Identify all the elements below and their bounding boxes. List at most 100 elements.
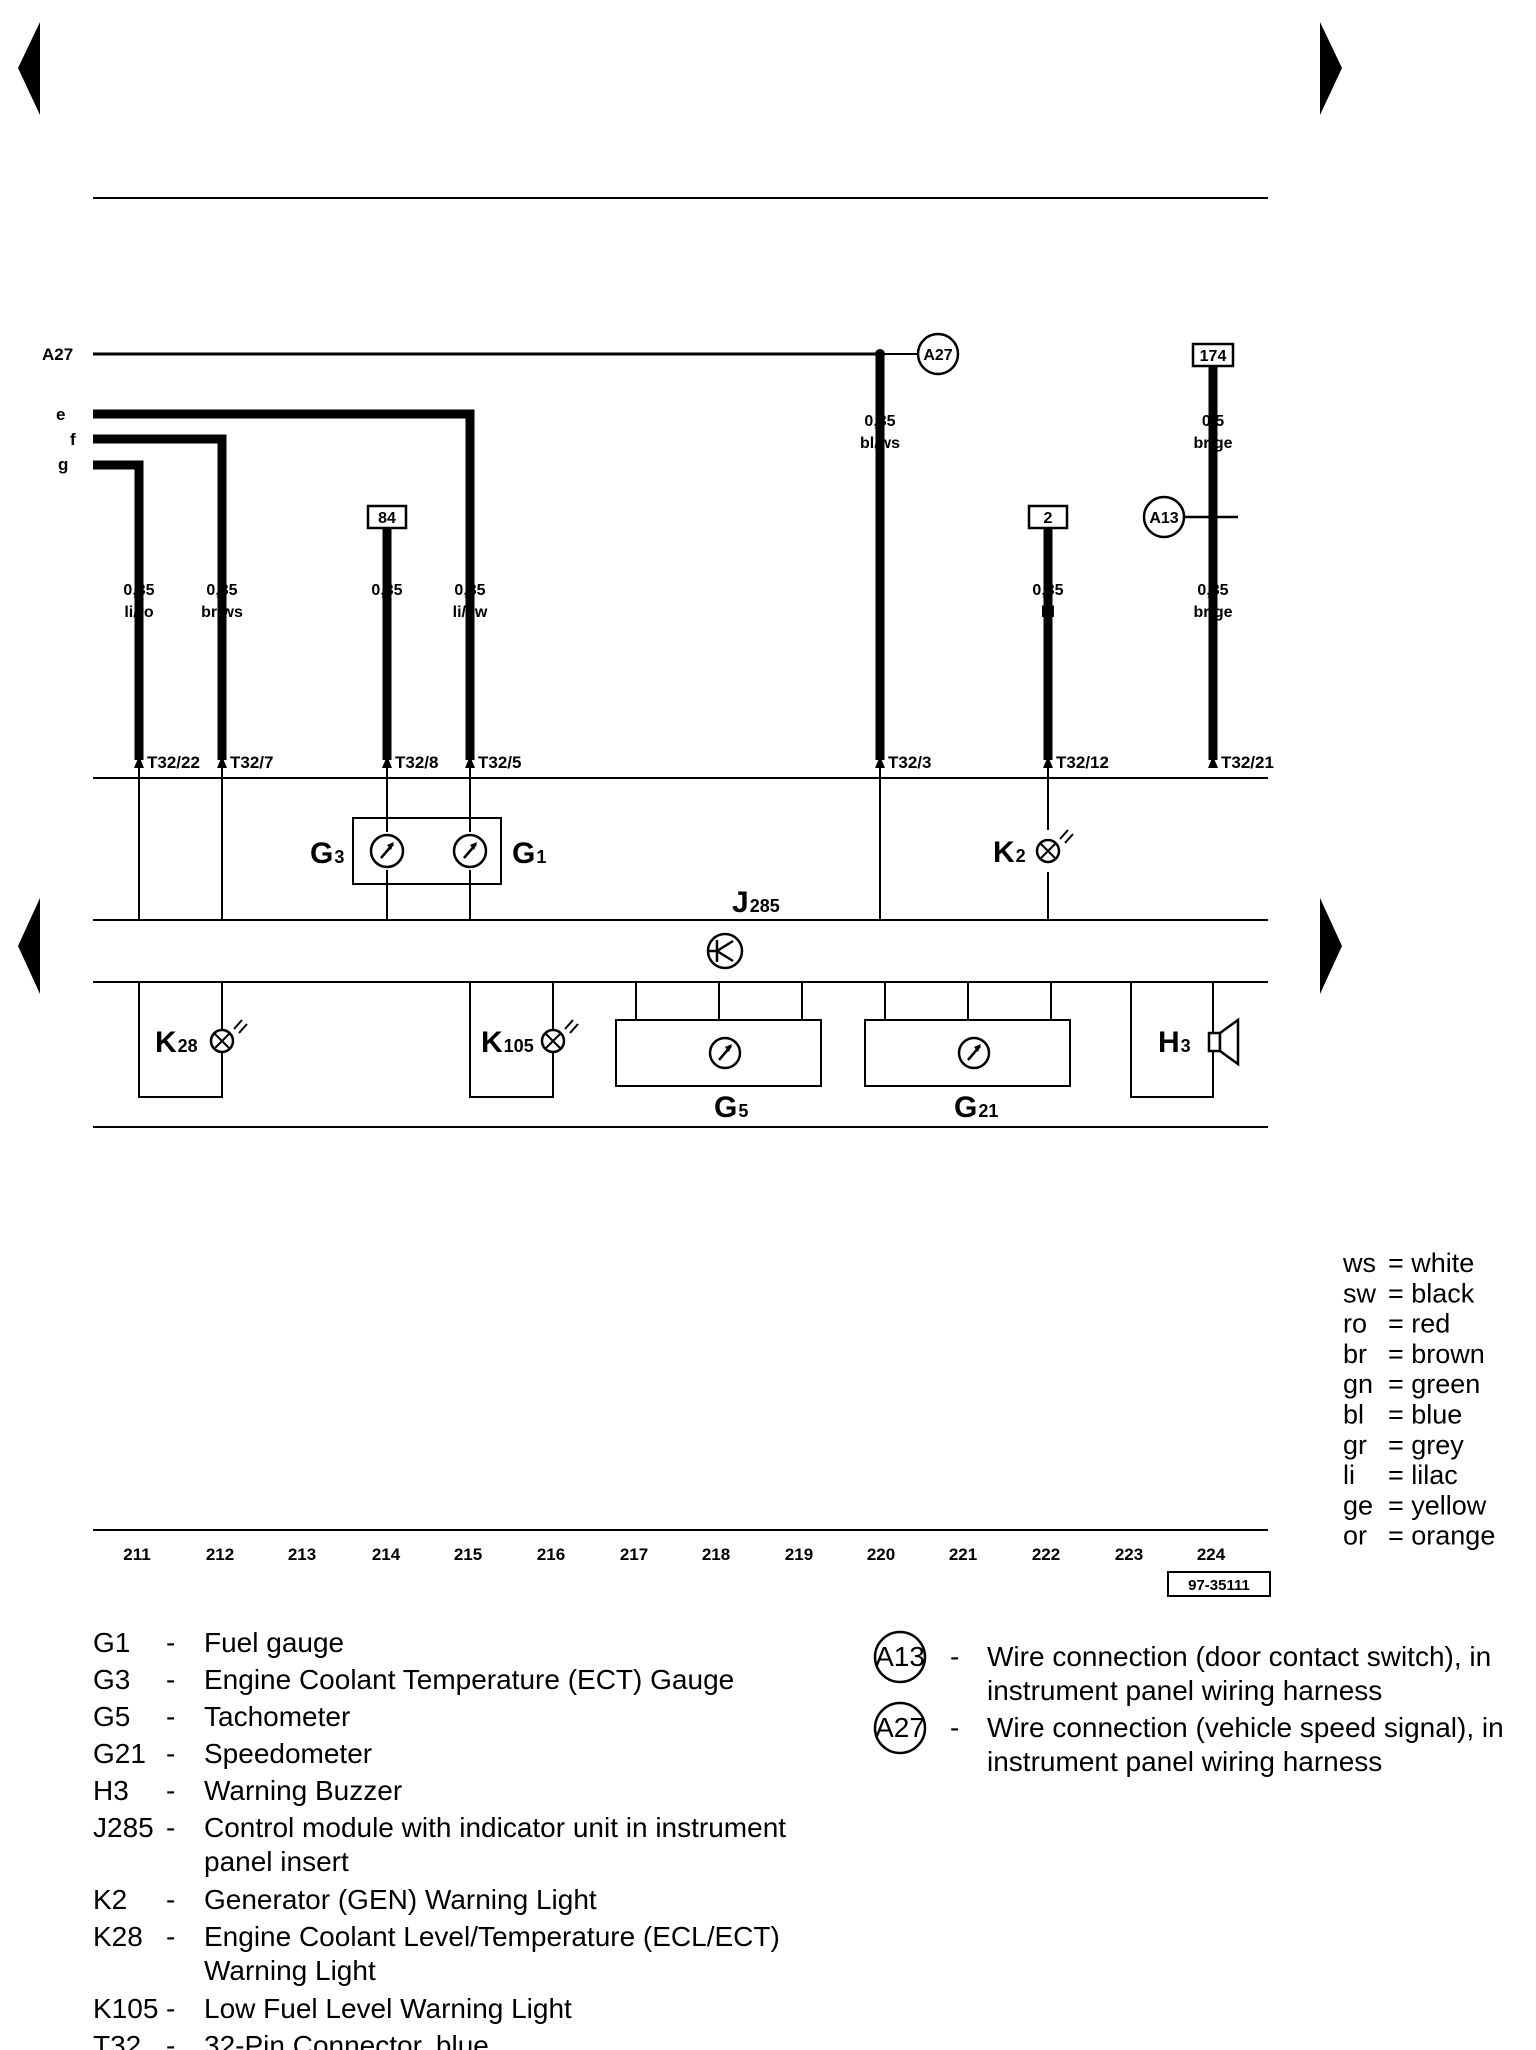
gauge-needle-tip xyxy=(387,842,394,850)
legend-id: K2 xyxy=(93,1884,127,1915)
track-number: 223 xyxy=(1115,1545,1143,1564)
color-code: or xyxy=(1343,1521,1367,1551)
component-k2-sub: 2 xyxy=(1016,846,1026,866)
wire-e xyxy=(93,409,475,760)
component-g5-main: G xyxy=(714,1091,737,1124)
color-code-name: = lilac xyxy=(1388,1460,1458,1490)
figure-code: 97-35111 xyxy=(1188,1577,1250,1594)
pin-label-t32-7: T32/7 xyxy=(230,753,273,772)
page-prev-arrow-mid[interactable] xyxy=(18,898,40,994)
component-g3-sub: 3 xyxy=(334,847,344,867)
legend-id: G5 xyxy=(93,1701,130,1732)
track-number: 213 xyxy=(288,1545,316,1564)
wire-color-li-ro: li/ro xyxy=(124,604,154,621)
component-g21-main: G xyxy=(954,1091,977,1124)
ref-box-84-label: 84 xyxy=(378,510,396,527)
color-code-name: = yellow xyxy=(1388,1490,1487,1520)
lamp-ray xyxy=(1064,833,1074,844)
wire-color-li: li xyxy=(383,604,392,621)
connector-a13-circle xyxy=(1142,495,1186,539)
component-k105-sub: 105 xyxy=(504,1036,534,1056)
color-code-name: = red xyxy=(1388,1309,1450,1339)
wire-label-e: e xyxy=(56,405,65,424)
component-label-g21: G21 xyxy=(954,1091,998,1124)
legend-description: 32-Pin Connector, blue xyxy=(204,2030,489,2050)
connector-legend-id: A27 xyxy=(875,1712,925,1743)
lamp-ray xyxy=(1059,829,1069,840)
legend-description: Speedometer xyxy=(204,1738,372,1769)
lamp-x xyxy=(1039,842,1057,860)
pins: T32/22 T32/7 T32/8 T32/5 T32/3 T32/12 T3… xyxy=(134,753,1274,772)
legend-id: K105 xyxy=(93,1993,158,2024)
color-code: gr xyxy=(1343,1430,1367,1460)
wire-size-li-ro: 0,35 xyxy=(123,582,154,599)
wire-size-br-ge: 0,35 xyxy=(1197,582,1228,599)
wire-size-li: 0,35 xyxy=(371,582,402,599)
legend-id: J285 xyxy=(93,1812,154,1843)
legend-dash: - xyxy=(166,1993,175,2024)
component-label-g3: G3 xyxy=(310,837,344,870)
pin-arrow xyxy=(1208,756,1218,768)
color-code-name: = brown xyxy=(1388,1339,1485,1369)
component-label-j285: J285 xyxy=(732,886,780,919)
lamp-ray xyxy=(233,1019,243,1030)
color-code-name: = orange xyxy=(1388,1521,1495,1551)
component-g21-sub: 21 xyxy=(978,1101,998,1121)
electronic-icon-part xyxy=(716,939,734,953)
box-g21 xyxy=(864,1019,1071,1087)
wire-size-bl: 0,35 xyxy=(1032,582,1063,599)
page-next-arrow-top[interactable] xyxy=(1320,22,1342,115)
component-j285-sub: 285 xyxy=(750,896,780,916)
color-code: li xyxy=(1343,1460,1355,1490)
connector-legend-description: instrument panel wiring harness xyxy=(987,1675,1382,1706)
component-label-g5: G5 xyxy=(714,1091,748,1124)
legend-id: K28 xyxy=(93,1921,143,1952)
wire-label-f: f xyxy=(70,430,76,449)
pin-arrow xyxy=(465,756,475,768)
legend-dash: - xyxy=(166,1627,175,1658)
track-number: 215 xyxy=(454,1545,482,1564)
pin-label-t32-12: T32/12 xyxy=(1056,753,1109,772)
component-label-k105: K105 xyxy=(481,1026,534,1059)
lower-wire-labels: 0,35 li/ro 0,35 br/ws 0,35 li 0,35 li/sw… xyxy=(123,582,1232,621)
connector-legend-circle xyxy=(873,1701,927,1755)
component-label-g1: G1 xyxy=(512,837,546,870)
component-g1-sub: 1 xyxy=(536,847,546,867)
track-number: 212 xyxy=(206,1545,234,1564)
legend-dash: - xyxy=(166,1775,175,1806)
track-number: 214 xyxy=(372,1545,401,1564)
gauge-needle-tip xyxy=(470,842,477,850)
wire-f xyxy=(93,434,227,760)
lamp-x xyxy=(213,1032,231,1050)
component-k28-sub: 28 xyxy=(178,1036,198,1056)
wire-label-g: g xyxy=(58,455,68,474)
pin-arrow xyxy=(875,756,885,768)
legend-dash: - xyxy=(950,1712,959,1743)
wire-color-br-ws: br/ws xyxy=(201,604,243,621)
legend-dash: - xyxy=(166,1701,175,1732)
buzzer-icon-body xyxy=(1207,1031,1222,1053)
color-code: ge xyxy=(1343,1490,1373,1520)
legend-id: T32 xyxy=(93,2030,141,2050)
component-k105-main: K xyxy=(481,1026,503,1059)
track-number: 218 xyxy=(702,1545,730,1564)
gauge-box-g3-g1 xyxy=(352,817,502,885)
connector-a27-circle xyxy=(916,332,960,376)
color-code-name: = black xyxy=(1388,1278,1475,1308)
pin-label-t32-8: T32/8 xyxy=(395,753,438,772)
ref-box-174-label: 174 xyxy=(1200,348,1227,365)
legend-dash: - xyxy=(166,2030,175,2050)
page-prev-arrow-top[interactable] xyxy=(18,22,40,115)
legend-description: Warning Buzzer xyxy=(204,1775,402,1806)
track-number: 222 xyxy=(1032,1545,1060,1564)
pin-arrow xyxy=(1043,756,1053,768)
legend-description: Fuel gauge xyxy=(204,1627,344,1658)
color-code: gn xyxy=(1343,1369,1373,1399)
control-module-j285: G3 G1 K2 J285 K28 K105 xyxy=(93,768,1268,1128)
pin-label-t32-21: T32/21 xyxy=(1221,753,1274,772)
component-j285-main: J xyxy=(732,886,749,919)
page-next-arrow-mid[interactable] xyxy=(1320,898,1342,994)
gauge-needle-tip xyxy=(974,1044,981,1052)
color-code-name: = grey xyxy=(1388,1430,1464,1460)
